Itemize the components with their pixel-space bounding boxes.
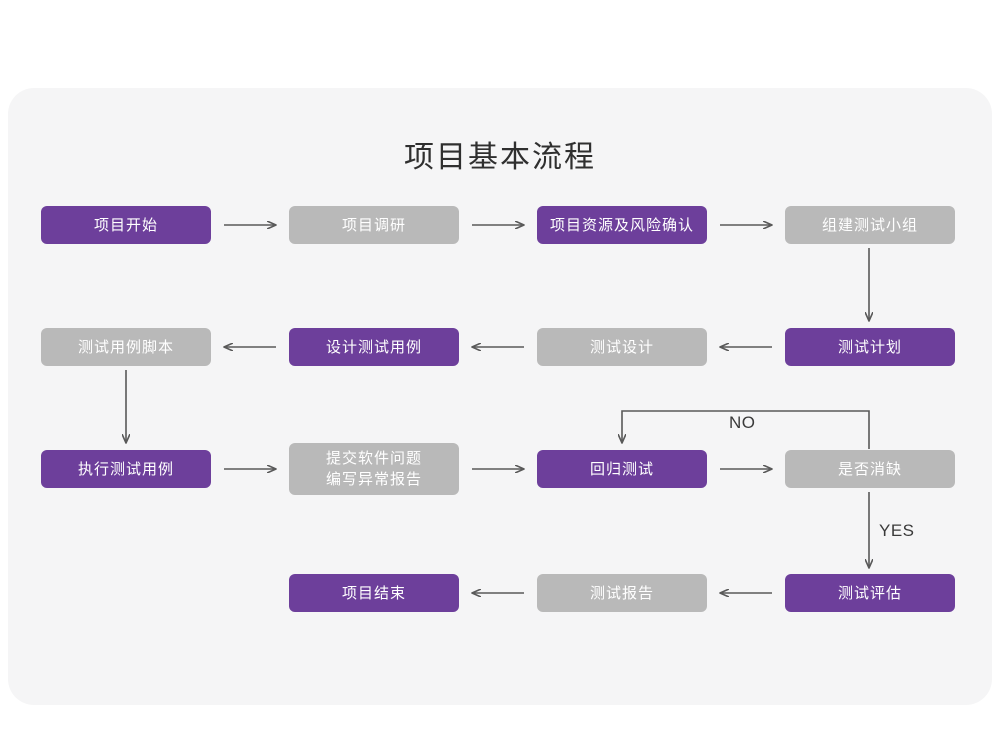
- edge-label-yes: YES: [879, 521, 915, 540]
- node-test-plan[interactable]: 测试计划: [785, 328, 955, 366]
- page-title: 项目基本流程: [404, 141, 596, 174]
- node-execute-test-case[interactable]: 执行测试用例: [41, 450, 211, 488]
- node-test-report[interactable]: 测试报告: [537, 574, 707, 612]
- node-test-evaluation[interactable]: 测试评估: [785, 574, 955, 612]
- edge-label-no: NO: [729, 413, 756, 432]
- node-project-end[interactable]: 项目结束: [289, 574, 459, 612]
- node-test-case-script[interactable]: 测试用例脚本: [41, 328, 211, 366]
- node-design-test-case[interactable]: 设计测试用例: [289, 328, 459, 366]
- diagram-panel: [8, 88, 992, 705]
- node-test-design[interactable]: 测试设计: [537, 328, 707, 366]
- node-defect-cleared[interactable]: 是否消缺: [785, 450, 955, 488]
- node-submit-bug-report[interactable]: 提交软件问题 编写异常报告: [289, 443, 459, 495]
- node-regression-test[interactable]: 回归测试: [537, 450, 707, 488]
- node-project-start[interactable]: 项目开始: [41, 206, 211, 244]
- node-resource-risk-confirm[interactable]: 项目资源及风险确认: [537, 206, 707, 244]
- node-form-test-team[interactable]: 组建测试小组: [785, 206, 955, 244]
- node-project-research[interactable]: 项目调研: [289, 206, 459, 244]
